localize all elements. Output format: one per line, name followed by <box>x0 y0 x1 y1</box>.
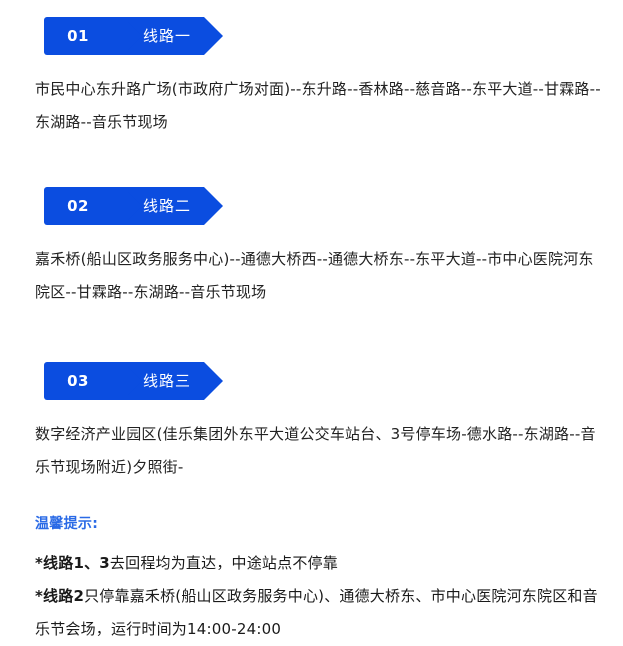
tip-line-1: *线路1、3去回程均为直达，中途站点不停靠 <box>35 547 611 580</box>
route-badge-3: 03 线路三 <box>44 362 224 400</box>
tip-line-1-text: 去回程均为直达，中途站点不停靠 <box>109 554 338 572</box>
route-stops-1: 市民中心东升路广场(市政府广场对面)--东升路--香林路--慈音路--东平大道-… <box>35 80 601 131</box>
route-stops-3: 数字经济产业园区(佳乐集团外东平大道公交车站台、3号停车场-德水路--东湖路--… <box>35 425 596 476</box>
route-block-3: 03 线路三 数字经济产业园区(佳乐集团外东平大道公交车站台、3号停车场-德水路… <box>0 362 623 484</box>
route-badge-2: 02 线路二 <box>44 187 224 225</box>
tip-line-1-prefix: *线路1、3 <box>35 554 110 572</box>
route-number-2: 02 <box>67 197 89 215</box>
tip-line-2: *线路2只停靠嘉禾桥(船山区政务服务中心)、通德大桥东、市中心医院河东院区和音乐… <box>35 580 611 646</box>
tips-title: 温馨提示: <box>35 516 99 532</box>
route-name-2: 线路二 <box>142 197 191 215</box>
route-block-2: 02 线路二 嘉禾桥(船山区政务服务中心)--通德大桥西--通德大桥东--东平大… <box>0 187 623 309</box>
tip-line-2-text: 只停靠嘉禾桥(船山区政务服务中心)、通德大桥东、市中心医院河东院区和音乐节会场，… <box>35 587 598 638</box>
route-name-3: 线路三 <box>142 372 191 390</box>
chevron-banner-icon <box>44 17 223 55</box>
route-block-1: 01 线路一 市民中心东升路广场(市政府广场对面)--东升路--香林路--慈音路… <box>0 17 623 139</box>
chevron-banner-icon <box>44 362 223 400</box>
route-name-1: 线路一 <box>142 27 191 45</box>
tip-line-2-prefix: *线路2 <box>35 587 85 605</box>
chevron-banner-icon <box>44 187 223 225</box>
route-number-3: 03 <box>67 372 89 390</box>
route-stops-2: 嘉禾桥(船山区政务服务中心)--通德大桥西--通德大桥东--东平大道--市中心医… <box>35 250 594 301</box>
route-number-1: 01 <box>67 27 89 45</box>
route-badge-1: 01 线路一 <box>44 17 224 55</box>
tips-section: 温馨提示: *线路1、3去回程均为直达，中途站点不停靠 *线路2只停靠嘉禾桥(船… <box>35 511 611 646</box>
